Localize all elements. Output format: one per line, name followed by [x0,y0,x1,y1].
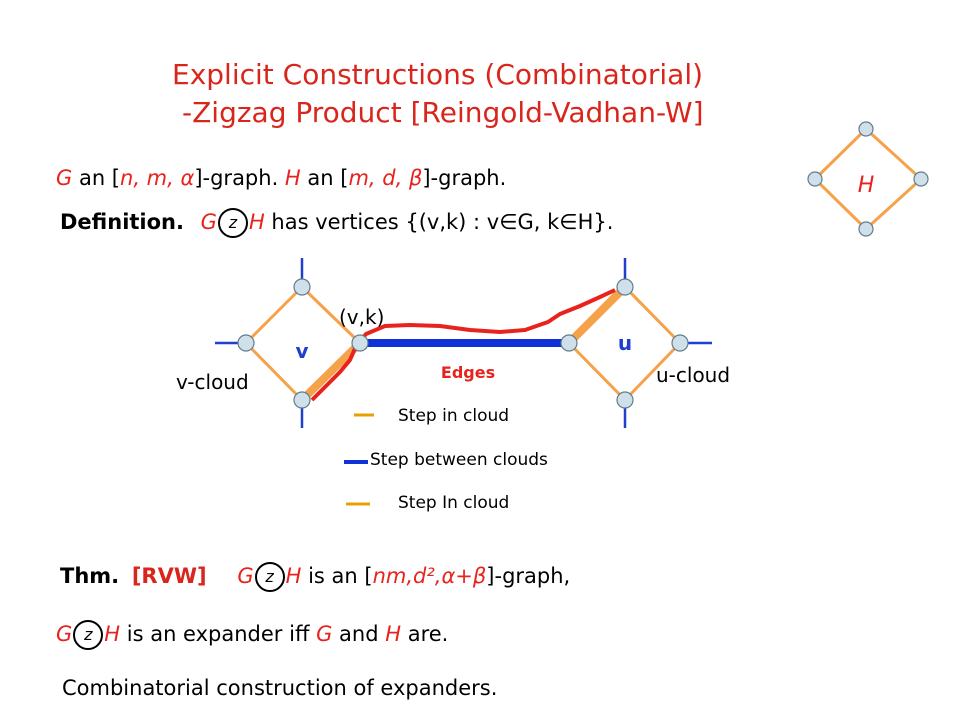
definition-label: Definition. [60,210,184,234]
theorem-label: Thm. [60,564,120,588]
cloud-nodes [237,278,689,409]
graph-params-line: G an [n, m, α]-graph. H an [m, d, β]-gra… [56,166,507,190]
v-label: v [295,339,308,363]
h-graph-label: H [858,173,875,198]
v-node [293,391,311,409]
zigzag-operator: z [217,208,248,238]
u-cloud [566,284,682,402]
h-node [858,121,874,137]
legend-item: Step between clouds [370,450,548,470]
zigzag-path [310,288,616,402]
h-node [858,221,874,237]
zigzag-operator: z [254,562,285,592]
v-cloud-label: v-cloud [176,370,249,394]
legend: Step in cloud Step between clouds Step I… [344,406,548,513]
conclusion-line: Combinatorial construction of expanders. [62,676,498,700]
u-cloud-stubs [623,258,712,428]
h-graph: H [807,121,929,237]
legend-item: Step in cloud [398,406,509,426]
u-label: u [618,331,632,355]
title-line-2: -Zigzag Product [Reingold-Vadhan-W] [182,96,704,129]
edges-label: Edges [441,363,495,382]
v-node [237,334,255,352]
u-node [560,334,578,352]
h-node [807,171,823,187]
u-cloud-step [566,284,628,346]
legend-item: Step In cloud [398,493,509,513]
v-cloud-step [299,340,363,403]
v-cloud-stubs [215,258,304,428]
u-cloud-label: u-cloud [656,363,730,387]
theorem-ref: [RVW] [131,564,207,588]
title-line-1: Explicit Constructions (Combinatorial) [172,58,704,91]
u-node [671,334,689,352]
vk-node [351,334,369,352]
v-node [293,278,311,296]
v-cloud [244,285,363,403]
vk-label: (v,k) [339,305,384,329]
u-node [616,278,634,296]
h-node [913,171,929,187]
zigzag-operator: z [73,620,104,650]
u-node [616,391,634,409]
